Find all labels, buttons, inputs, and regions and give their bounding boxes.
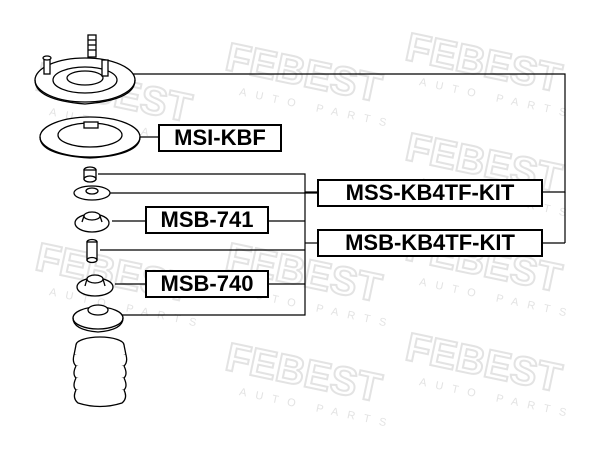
leader-top-mount — [132, 73, 566, 193]
label-mss-kb4tf-kit: MSS-KB4TF-KIT — [317, 179, 543, 207]
washer — [73, 185, 111, 201]
leader-bump-stop-cap — [98, 173, 318, 193]
watermark-7: FEBEST AUTO PARTS — [221, 334, 396, 431]
watermark-1: FEBEST AUTO PARTS — [221, 34, 396, 131]
label-msb-741: MSB-741 — [145, 206, 269, 234]
leader-lines — [98, 73, 566, 316]
spring-seat — [39, 116, 141, 159]
strut-top-mount — [34, 34, 136, 105]
bushing-msb740 — [76, 274, 114, 297]
dust-boot — [72, 336, 128, 408]
label-msb-kb4tf-kit: MSB-KB4TF-KIT — [317, 229, 543, 257]
parts — [34, 34, 141, 408]
label-msi-kbf: MSI-KBF — [158, 124, 282, 152]
bushing-msb741 — [74, 211, 110, 233]
spacer-tube — [86, 238, 98, 264]
watermark-2: FEBEST AUTO PARTS — [401, 24, 576, 121]
leader-bracket-mss-lower — [120, 192, 306, 316]
lower-spring-pad — [72, 304, 124, 333]
label-msb-740: MSB-740 — [145, 270, 269, 298]
bump-stop-cap — [83, 166, 97, 183]
watermark-8: FEBEST AUTO PARTS — [401, 324, 576, 421]
